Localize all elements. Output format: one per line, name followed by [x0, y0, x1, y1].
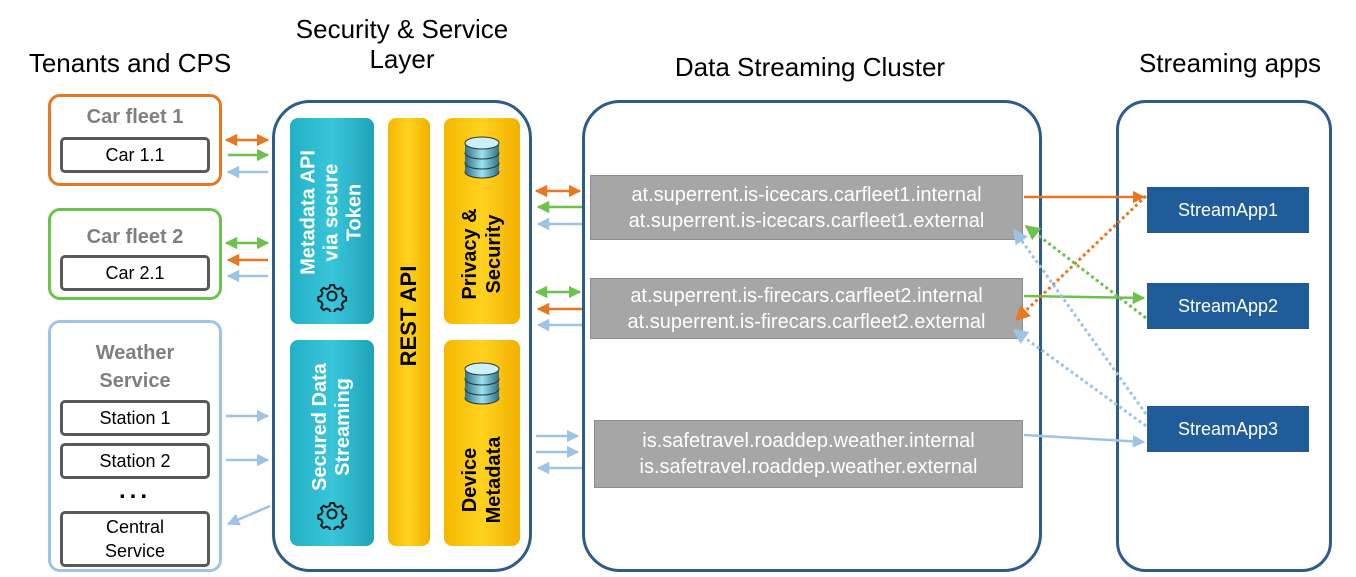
gear-icon	[317, 502, 348, 530]
stream-app-1: StreamApp1	[1147, 187, 1309, 233]
car-1-1-device: Car 1.1	[60, 137, 210, 173]
app3-to-carfleet2-dotted	[1012, 328, 1147, 428]
privacy-security-block: Privacy & Security	[444, 118, 520, 324]
database-icon	[464, 362, 500, 405]
topic-carfleet1-external: at.superrent.is-icecars.carfleet1.extern…	[628, 209, 985, 232]
app2-to-carfleet1-dotted	[1024, 224, 1147, 320]
column-title-apps: Streaming apps	[1138, 48, 1322, 78]
carfleet2-to-app2-arrow	[1023, 291, 1146, 305]
database-icon	[464, 136, 500, 179]
car-2-1-device: Car 2.1	[60, 255, 210, 291]
rest-api-block: REST API	[388, 118, 430, 546]
topic-weather: is.safetravel.roaddep.weather.internal i…	[594, 420, 1023, 488]
topic-carfleet1-internal: at.superrent.is-icecars.carfleet1.intern…	[631, 183, 982, 206]
central-service-device: Central Service	[60, 511, 210, 567]
central-blue-arrow	[226, 504, 271, 526]
column-title-cluster: Data Streaming Cluster	[674, 52, 946, 82]
device-metadata-block: Device Metadata	[444, 340, 520, 546]
station-2-device: Station 2	[60, 443, 210, 479]
car-fleet-2-group: Car fleet 2 Car 2.1	[48, 208, 222, 300]
topic-weather-internal: is.safetravel.roaddep.weather.internal	[642, 430, 975, 452]
car-fleet-1-group: Car fleet 1 Car 1.1	[48, 94, 222, 186]
topic-carfleet2-internal: at.superrent.is-firecars.carfleet2.inter…	[630, 284, 983, 307]
column-title-tenants: Tenants and CPS	[28, 48, 232, 78]
streaming-apps-frame	[1116, 100, 1332, 572]
station-1-device: Station 1	[60, 400, 210, 436]
column-title-security: Security & Service Layer	[295, 14, 509, 74]
stream-app-2: StreamApp2	[1147, 283, 1309, 329]
car-fleet-1-title: Car fleet 1	[86, 106, 184, 128]
weather-service-title: Weather Service	[95, 342, 175, 392]
topic-carfleet2-external: at.superrent.is-firecars.carfleet2.exter…	[627, 310, 986, 333]
weather-service-group: Weather Service Station 1 Station 2 ... …	[48, 320, 222, 572]
topic-carfleet1: at.superrent.is-icecars.carfleet1.intern…	[590, 175, 1023, 240]
secured-data-streaming-block: Secured Data Streaming	[290, 340, 374, 546]
car-fleet-2-title: Car fleet 2	[86, 226, 184, 248]
topic-weather-external: is.safetravel.roaddep.weather.external	[639, 456, 978, 478]
stations-ellipsis: ...	[118, 477, 151, 504]
topic-carfleet2: at.superrent.is-firecars.carfleet2.inter…	[590, 278, 1023, 339]
weather-to-app3-arrow	[1023, 433, 1146, 448]
stream-app-3: StreamApp3	[1147, 406, 1309, 452]
metadata-api-block: Metadata API via secure Token	[290, 118, 374, 324]
gear-icon	[317, 284, 348, 312]
app3-to-carfleet1-dotted	[1012, 228, 1148, 415]
